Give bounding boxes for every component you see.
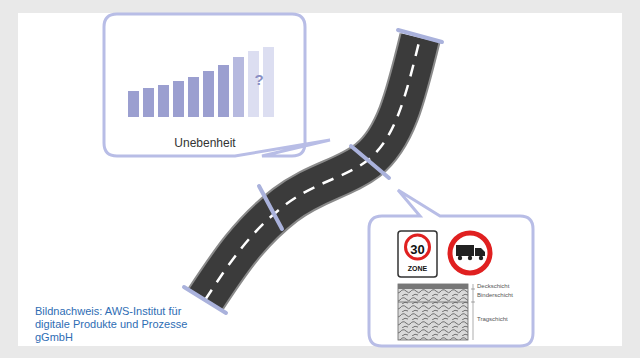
layer-label: Binderschicht xyxy=(477,292,513,298)
speech-bubble xyxy=(369,190,533,346)
pavement-layers xyxy=(398,284,468,340)
node-text: Unebenheit xyxy=(174,136,235,150)
road-centerline xyxy=(205,38,420,300)
layer-label: Tragschicht xyxy=(477,316,508,322)
bar xyxy=(143,88,154,117)
bar xyxy=(203,71,214,117)
speech-bubble xyxy=(104,14,330,156)
zone-sign xyxy=(398,231,437,277)
layer-label: Deckschicht xyxy=(477,283,509,289)
bubble-text-box: Unebenheit xyxy=(174,136,235,150)
surface-layer xyxy=(398,284,468,289)
layer-boundary xyxy=(398,302,468,303)
bar xyxy=(263,47,274,117)
road xyxy=(205,38,420,300)
zone-sign-text: 30ZONE xyxy=(408,238,427,275)
layer-dimension-lines xyxy=(471,284,475,340)
image-credit: Bildnachweis: AWS-Institut für digitale … xyxy=(35,305,210,344)
bar xyxy=(158,85,169,117)
node-subtext: ZONE xyxy=(408,262,427,275)
bar xyxy=(173,81,184,117)
section-markers xyxy=(184,30,442,313)
bar xyxy=(188,77,199,117)
bar-chart xyxy=(128,47,274,117)
truck-icon xyxy=(456,245,485,260)
bar xyxy=(218,65,229,117)
bar xyxy=(128,91,139,117)
no-trucks-sign xyxy=(450,233,490,273)
road-edge xyxy=(205,38,420,300)
node-text: 30 xyxy=(408,238,427,262)
bar xyxy=(233,57,244,117)
unknown-mark: ? xyxy=(254,72,263,87)
